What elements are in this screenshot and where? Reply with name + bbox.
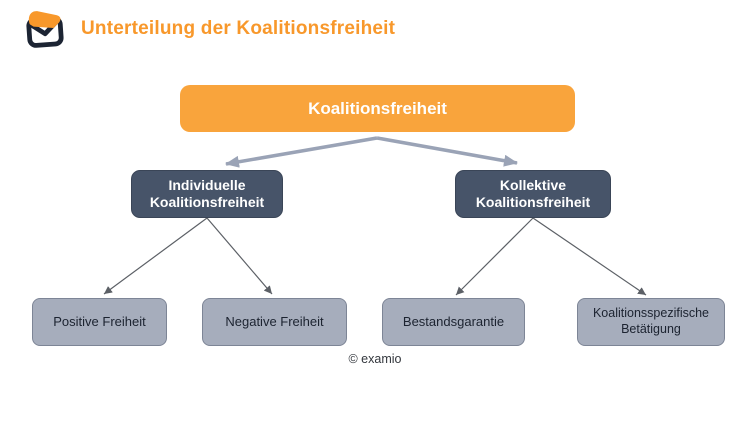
node-koalitionsspezifische-betaetigung: Koalitionsspezifische Betätigung [577, 298, 725, 346]
node-koalitionsfreiheit: Koalitionsfreiheit [180, 85, 575, 132]
arrow-root-to-kollektive [376, 136, 518, 167]
arrow-kollektive-to-betaetigung [532, 217, 647, 296]
arrow-individuelle-to-negative [206, 217, 273, 295]
page-title: Unterteilung der Koalitionsfreiheit [81, 18, 396, 39]
examio-logo-icon [26, 11, 64, 48]
node-bestandsgarantie: Bestandsgarantie [382, 298, 525, 346]
node-individuelle-koalitionsfreiheit: Individuelle Koalitionsfreiheit [131, 170, 283, 218]
logo-flap-shape [28, 11, 61, 29]
node-kollektive-koalitionsfreiheit: Kollektive Koalitionsfreiheit [455, 170, 611, 218]
arrow-individuelle-to-positive [103, 217, 208, 295]
node-negative-freiheit: Negative Freiheit [202, 298, 347, 346]
copyright-text: © examio [348, 352, 402, 366]
arrow-kollektive-to-bestandsgarantie [455, 217, 534, 296]
arrow-root-to-individuelle [225, 136, 378, 168]
header: Unterteilung der Koalitionsfreiheit [22, 8, 395, 50]
node-positive-freiheit: Positive Freiheit [32, 298, 167, 346]
